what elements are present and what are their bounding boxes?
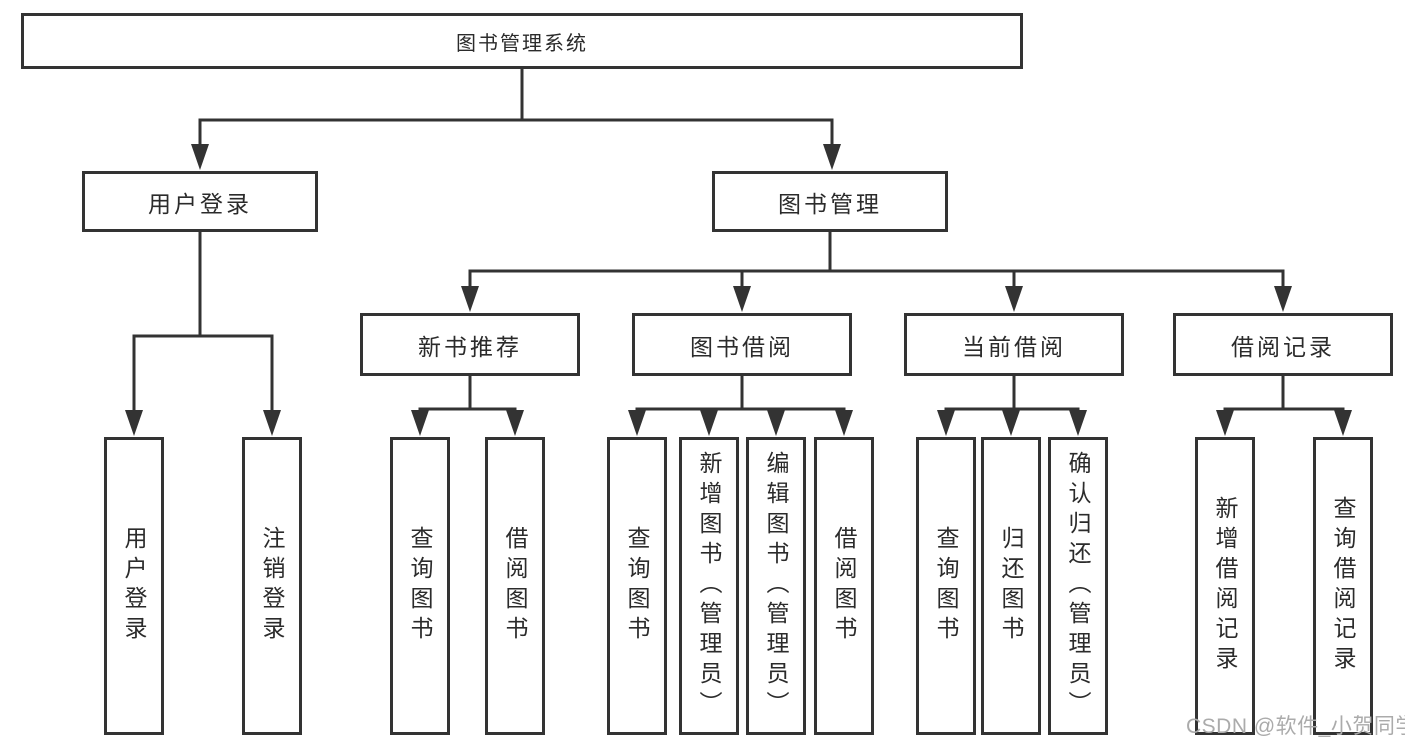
node-book-management: 图书管理: [712, 171, 948, 232]
node-library-management-system: 图书管理系统: [21, 13, 1023, 69]
node-current-borrowing: 当前借阅: [904, 313, 1124, 376]
leaf-query-books-recommend: 查询图书: [390, 437, 450, 735]
leaf-add-borrow-record: 新增借阅记录: [1195, 437, 1255, 735]
node-book-borrowing: 图书借阅: [632, 313, 852, 376]
leaf-return-book: 归还图书: [981, 437, 1041, 735]
node-borrowing-records: 借阅记录: [1173, 313, 1393, 376]
leaf-user-login: 用户登录: [104, 437, 164, 735]
csdn-watermark: CSDN @软件_小贺同学: [1186, 715, 1405, 738]
leaf-borrow-books-borrowing: 借阅图书: [814, 437, 874, 735]
leaf-confirm-return-admin: 确认归还（管理员）: [1048, 437, 1108, 735]
node-user-login: 用户登录: [82, 171, 318, 232]
leaf-query-books-borrowing: 查询图书: [607, 437, 667, 735]
node-new-book-recommend: 新书推荐: [360, 313, 580, 376]
leaf-query-books-current: 查询图书: [916, 437, 976, 735]
leaf-add-book-admin: 新增图书（管理员）: [679, 437, 739, 735]
leaf-logout: 注销登录: [242, 437, 302, 735]
leaf-edit-book-admin: 编辑图书（管理员）: [746, 437, 806, 735]
leaf-borrow-books-recommend: 借阅图书: [485, 437, 545, 735]
leaf-query-borrow-record: 查询借阅记录: [1313, 437, 1373, 735]
